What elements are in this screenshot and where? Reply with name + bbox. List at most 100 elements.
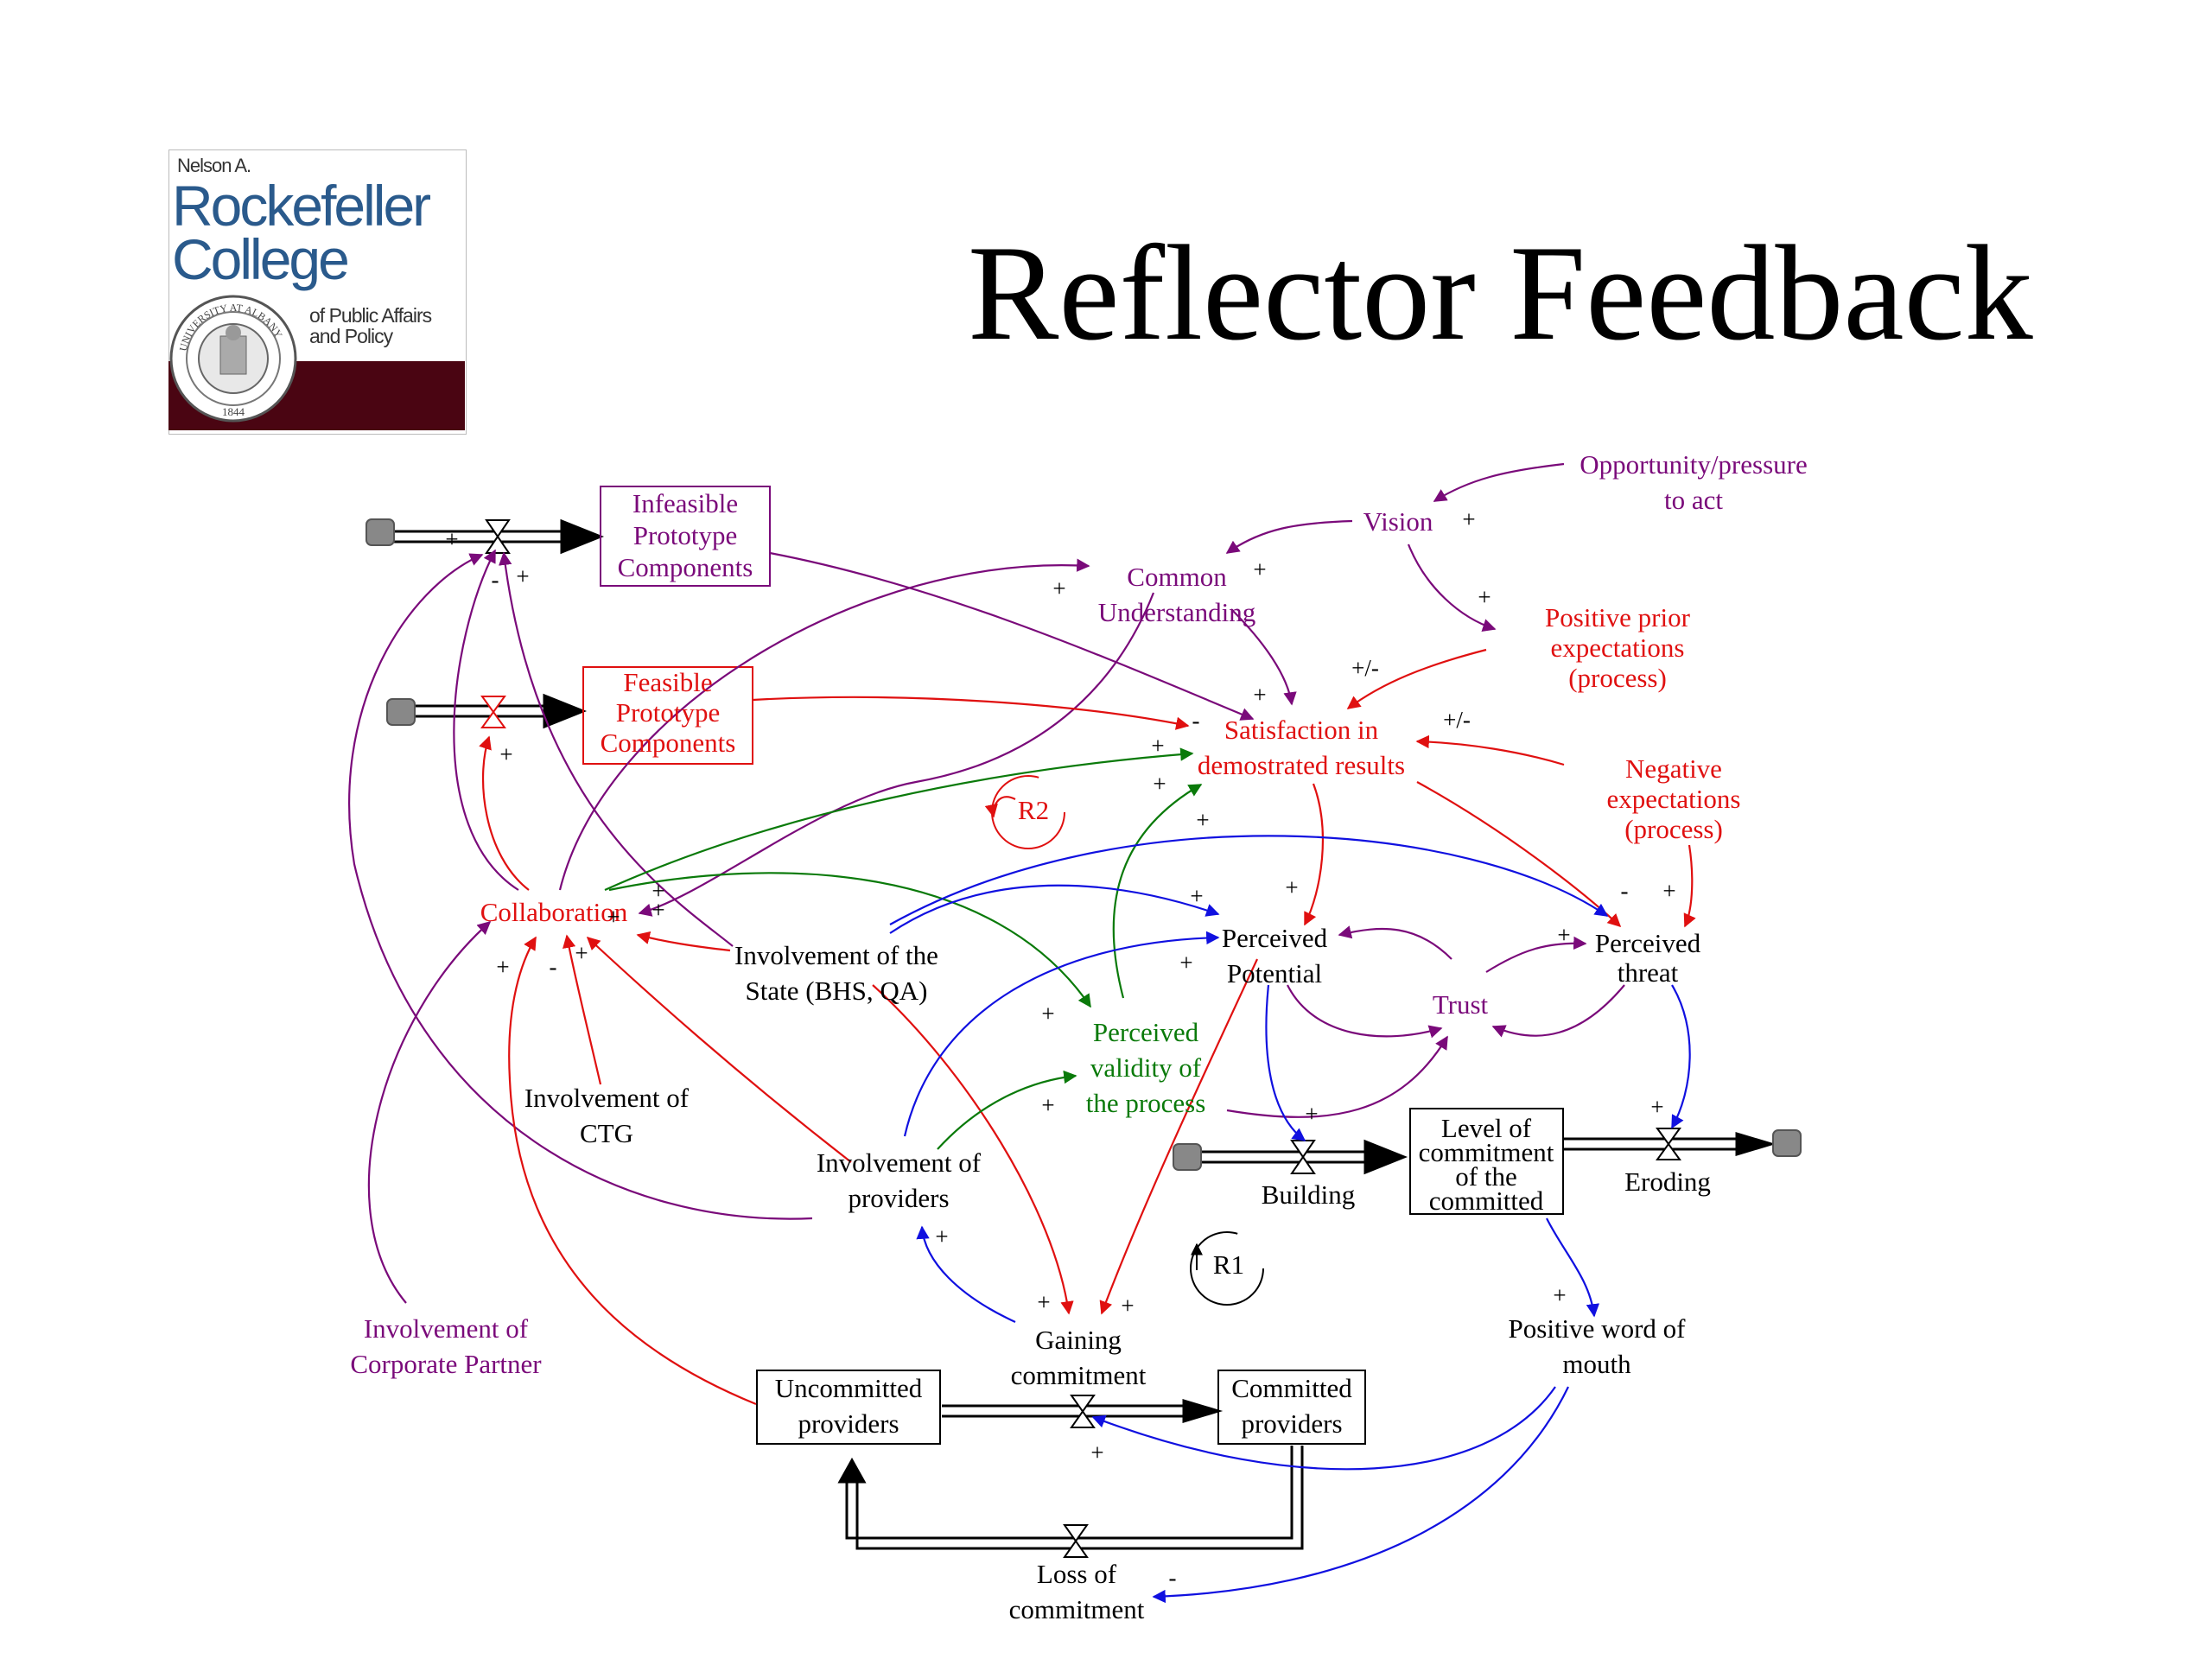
polarity-signs: +-+++++++/-+-+/-++++++-++++++-++++++++++… [445, 506, 1675, 1591]
polarity-sign: + [1151, 733, 1164, 759]
polarity-sign: + [1041, 1001, 1054, 1027]
label-loss-of-commitment-line: Loss of [1037, 1559, 1117, 1589]
label-collaboration-line: Collaboration [480, 897, 628, 927]
valve-icon [1290, 1140, 1316, 1174]
label-committed-providers-line: providers [1241, 1408, 1342, 1439]
link-collaboration-feasible [479, 735, 530, 891]
label-loop-r1: R1 [1213, 1249, 1244, 1280]
infeasible-inflow-head [560, 518, 605, 555]
source-sink-clouds [365, 518, 1802, 1171]
link-collaboration-infeasible [453, 549, 519, 891]
label-eroding-line: Eroding [1624, 1166, 1711, 1197]
polarity-sign: + [499, 741, 512, 767]
green-links [604, 747, 1203, 1150]
gaining-pipe [942, 1404, 1184, 1418]
label-infeasible-prototype-line: Prototype [633, 520, 738, 550]
valve-icon [480, 696, 506, 728]
link-providers-collaboration [586, 936, 852, 1163]
label-negative-expectations-line: Negative [1625, 753, 1722, 784]
link-state-threat [889, 835, 1609, 925]
gaining-head [1182, 1398, 1224, 1424]
polarity-sign: + [1253, 556, 1266, 582]
loop-r2-arrow [984, 796, 1016, 818]
polarity-sign: + [1179, 950, 1192, 976]
link-feasible-satisfaction [752, 696, 1190, 730]
polarity-sign: + [935, 1224, 948, 1249]
link-trust-threat [1485, 936, 1587, 973]
polarity-sign: + [652, 878, 664, 904]
polarity-sign: + [1052, 575, 1065, 601]
label-negative-expectations-line: expectations [1607, 784, 1741, 814]
label-level-of-commitment-line: commitment [1419, 1137, 1554, 1167]
label-feasible-prototype-line: Prototype [616, 697, 721, 728]
label-uncommitted-providers-line: Uncommitted [775, 1373, 923, 1403]
label-perceived-validity-line: Perceived [1093, 1017, 1199, 1047]
label-involvement-corporate-line: Corporate Partner [350, 1349, 542, 1379]
label-involvement-corporate-line: Involvement of [364, 1313, 529, 1344]
label-positive-word-of-mouth-line: Positive word of [1509, 1313, 1687, 1344]
feasible-inflow-head [543, 693, 588, 729]
label-trust-line: Trust [1433, 989, 1489, 1020]
polarity-sign: + [1462, 506, 1475, 532]
stock-feasible-box [582, 666, 753, 765]
label-positive-prior-expectations-line: Positive prior [1545, 602, 1691, 632]
label-feasible-prototype-line: Feasible [623, 667, 712, 697]
link-negative-threat [1683, 844, 1696, 928]
label-opportunity-pressure: Opportunity/pressure to act [1580, 449, 1807, 515]
polarity-sign: + [1121, 1293, 1134, 1319]
polarity-sign: + [516, 563, 529, 589]
label-common-understanding-line: Common [1127, 562, 1227, 592]
label-involvement-state-line: Involvement of the [734, 940, 938, 970]
link-vision-common [1225, 519, 1353, 554]
label-negative-expectations-line: (process) [1624, 814, 1723, 844]
polarity-sign: + [1662, 878, 1675, 904]
building-head [1363, 1139, 1408, 1175]
link-vision-positiveprior [1407, 543, 1497, 632]
polarity-sign: + [1153, 771, 1166, 797]
link-infeasible-satisfaction [769, 551, 1255, 721]
polarity-sign: + [445, 526, 458, 552]
label-committed-providers-line: Committed [1231, 1373, 1352, 1403]
label-opportunity-pressure-line: Opportunity/pressure [1580, 449, 1807, 480]
polarity-sign: + [1557, 922, 1570, 948]
polarity-sign: + [1285, 874, 1298, 900]
label-positive-prior-expectations-line: (process) [1568, 663, 1667, 693]
link-opportunity-vision [1433, 462, 1565, 502]
cloud-icon [1772, 1129, 1802, 1157]
link-corporate-collaboration [367, 920, 492, 1304]
polarity-sign: - [492, 567, 499, 593]
label-involvement-ctg-line: CTG [580, 1118, 633, 1148]
label-loop-r1-line: R1 [1213, 1249, 1244, 1280]
label-level-of-commitment-line: committed [1429, 1185, 1544, 1216]
link-uncommitted-collaboration [508, 936, 757, 1406]
polarity-sign: - [1169, 1565, 1177, 1591]
label-perceived-potential-line: Perceived [1222, 923, 1328, 953]
label-level-of-commitment-line: of the [1455, 1161, 1516, 1192]
label-opportunity-pressure-line: to act [1664, 485, 1723, 515]
link-state-gaining [872, 984, 1074, 1315]
link-trust-potential [1338, 925, 1452, 960]
college-logo: Nelson A. Rockefeller College of Public … [168, 149, 467, 435]
link-positiveprior-satisfaction [1346, 648, 1487, 709]
label-vision: Vision [1363, 506, 1433, 537]
loop-r2-circle [991, 775, 1065, 849]
link-state-infeasible [499, 551, 734, 947]
building-pipe [1201, 1150, 1365, 1164]
seal-year: 1844 [222, 405, 245, 418]
polarity-sign: + [496, 954, 509, 980]
polarity-sign: + [1553, 1282, 1566, 1308]
link-collaboration-validity [608, 872, 1091, 1008]
link-wordofmouth-loss [1152, 1386, 1569, 1604]
label-gaining-commitment-line: Gaining [1035, 1325, 1122, 1355]
label-involvement-providers-line: providers [848, 1183, 949, 1213]
label-loop-r2-line: R2 [1018, 795, 1049, 825]
red-links [479, 648, 1696, 1406]
